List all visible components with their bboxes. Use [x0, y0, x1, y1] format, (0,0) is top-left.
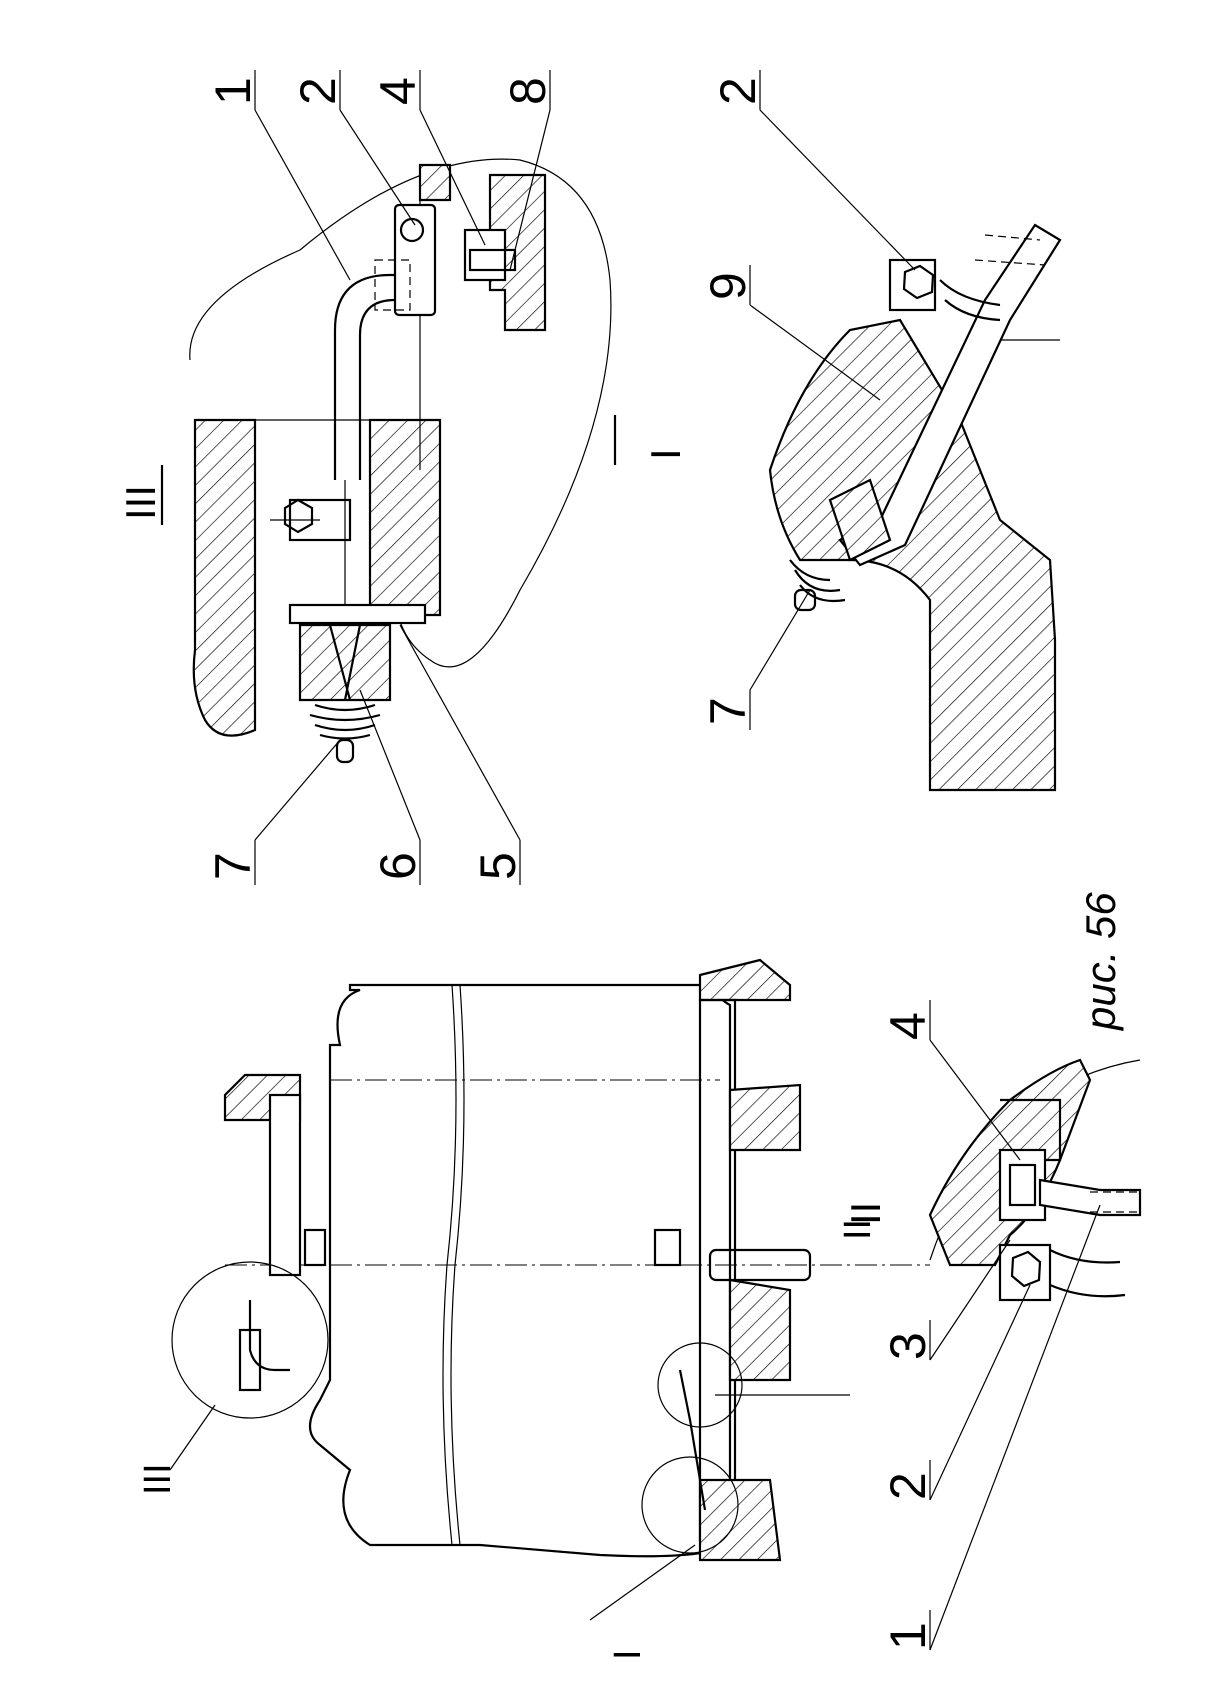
left-bolt	[305, 1230, 325, 1265]
view-I-labels: I 2 9 7	[615, 77, 766, 725]
label-II-1: 1	[880, 1622, 936, 1650]
figure-caption: рис. 56	[1077, 892, 1124, 1032]
callout-I: I	[607, 1649, 649, 1660]
leader-II-2	[930, 1285, 1030, 1500]
leader-III-1	[255, 110, 350, 280]
tube-II	[1040, 1180, 1140, 1215]
label-II-3: 3	[880, 1332, 936, 1360]
leader-I-7	[750, 590, 810, 690]
leader-I-2	[760, 110, 915, 270]
label-III-4: 4	[370, 77, 426, 105]
fitting-II-4	[1000, 1150, 1045, 1220]
nozzle-tip	[337, 740, 353, 762]
view-III-title: III	[117, 485, 164, 520]
nozzle-flange-5	[290, 605, 425, 623]
label-I-9: 9	[700, 272, 756, 300]
flange-strip	[270, 1095, 300, 1275]
housing-wall-mid	[370, 420, 440, 615]
housing-outline	[310, 985, 730, 1556]
leader-III	[170, 1405, 215, 1470]
callout-III: III	[137, 1463, 179, 1495]
spring-7-I	[790, 560, 845, 601]
pipe-II-I	[680, 1370, 705, 1510]
nozzle-body-6	[300, 625, 390, 700]
housing-section-I	[770, 320, 1055, 790]
label-II-4: 4	[880, 1012, 936, 1040]
pipe-III	[250, 1300, 290, 1370]
leader-III-7	[255, 740, 340, 840]
tip-I	[795, 590, 815, 610]
view-II-title: II	[842, 1202, 889, 1225]
clamp-II-band	[1050, 1250, 1125, 1296]
main-callouts: III I II	[137, 1219, 879, 1660]
main-assembly-view	[170, 960, 930, 1620]
leader-III-2	[340, 110, 415, 225]
housing-wall-left	[194, 420, 255, 736]
right-bolt	[655, 1230, 680, 1265]
label-III-5: 5	[470, 852, 526, 880]
view-II	[930, 1000, 1140, 1650]
label-III-8: 8	[500, 77, 556, 105]
leader-III-5	[400, 625, 520, 840]
label-III-7: 7	[205, 852, 261, 880]
label-III-1: 1	[205, 77, 261, 105]
label-I-2: 2	[710, 77, 766, 105]
lower-block-2	[730, 1280, 790, 1380]
leader-III-6	[360, 690, 420, 840]
label-III-6: 6	[370, 852, 426, 880]
view-III	[190, 70, 611, 885]
view-I-title: I	[642, 448, 689, 460]
nozzle-spring-7	[310, 705, 380, 739]
lower-flange-top	[700, 960, 790, 1000]
housing-top	[420, 165, 450, 200]
label-I-7: 7	[700, 697, 756, 725]
label-III-2: 2	[290, 77, 346, 105]
view-II-labels: II 4 3 2 1	[842, 1012, 936, 1650]
view-I	[750, 70, 1060, 790]
lower-block-1	[730, 1085, 800, 1150]
label-II-2: 2	[880, 1472, 936, 1500]
